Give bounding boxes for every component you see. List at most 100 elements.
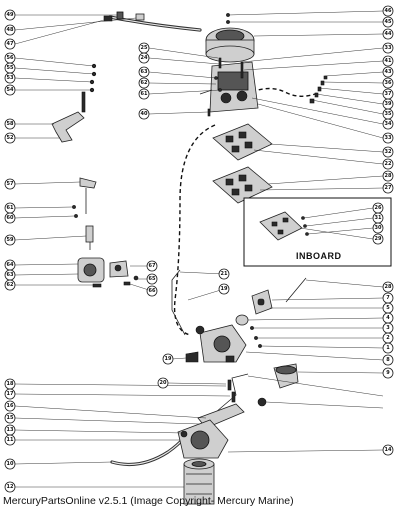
svg-text:63: 63 <box>7 272 14 278</box>
svg-text:48: 48 <box>7 27 14 33</box>
callout: 13 <box>4 424 16 436</box>
svg-text:55: 55 <box>7 65 14 71</box>
callout: 33 <box>382 132 394 144</box>
callout: 36 <box>382 77 394 89</box>
choke-housing <box>77 257 139 288</box>
callout: 16 <box>4 400 16 412</box>
callout: 54 <box>4 84 16 96</box>
callout: 62 <box>4 279 16 291</box>
svg-text:33: 33 <box>385 45 392 51</box>
svg-text:34: 34 <box>385 121 392 127</box>
fitting-49 <box>116 11 124 20</box>
choke-parts <box>72 177 97 250</box>
svg-text:59: 59 <box>7 237 14 243</box>
svg-text:13: 13 <box>7 427 14 433</box>
carburetor-body <box>199 61 259 113</box>
svg-text:65: 65 <box>149 276 156 282</box>
svg-text:41: 41 <box>385 58 392 64</box>
leader-lines <box>14 10 384 488</box>
callout: 45 <box>382 16 394 28</box>
callout: 11 <box>4 434 16 446</box>
svg-text:4: 4 <box>386 315 390 321</box>
callout: 64 <box>4 259 16 271</box>
svg-text:35: 35 <box>385 111 392 117</box>
svg-text:16: 16 <box>7 403 14 409</box>
callout: 62 <box>138 77 150 89</box>
svg-text:37: 37 <box>385 91 392 97</box>
svg-text:40: 40 <box>141 111 148 117</box>
svg-text:29: 29 <box>375 236 382 242</box>
callout: 40 <box>138 108 150 120</box>
svg-text:19: 19 <box>165 356 172 362</box>
callout: 59 <box>4 234 16 246</box>
callout: 14 <box>382 444 394 456</box>
fuel-pipe-20 <box>215 373 249 413</box>
svg-text:10: 10 <box>7 461 14 467</box>
svg-text:25: 25 <box>141 45 148 51</box>
svg-text:5: 5 <box>386 305 390 311</box>
svg-text:2: 2 <box>386 335 390 341</box>
callout: 20 <box>157 377 169 389</box>
svg-text:52: 52 <box>7 135 14 141</box>
svg-text:66: 66 <box>149 288 156 294</box>
callout: 24 <box>138 52 150 64</box>
svg-text:47: 47 <box>7 41 14 47</box>
callout: 29 <box>372 233 384 245</box>
callout: 33 <box>382 42 394 54</box>
fuel-line-dashed <box>173 87 319 336</box>
callout: 4 <box>382 312 394 324</box>
svg-text:32: 32 <box>385 149 392 155</box>
svg-text:19: 19 <box>221 286 228 292</box>
fuel-pump <box>195 324 247 363</box>
svg-text:18: 18 <box>7 381 14 387</box>
callout: 63 <box>4 269 16 281</box>
svg-text:62: 62 <box>7 282 14 288</box>
svg-text:28: 28 <box>385 284 392 290</box>
svg-text:57: 57 <box>7 181 14 187</box>
bottom-fuel-pump <box>177 419 229 459</box>
callout: 53 <box>4 72 16 84</box>
svg-text:49: 49 <box>7 12 14 18</box>
callout: 37 <box>382 88 394 100</box>
callout: 60 <box>4 212 16 224</box>
svg-text:64: 64 <box>7 262 14 268</box>
callout: 9 <box>382 367 394 379</box>
callout: 18 <box>4 378 16 390</box>
callout: 56 <box>4 52 16 64</box>
svg-text:36: 36 <box>385 80 392 86</box>
callout: 61 <box>4 202 16 214</box>
svg-text:53: 53 <box>7 75 14 81</box>
callouts-center: 25 24 63 62 61 40 67 65 66 21 19 19 20 <box>138 42 230 389</box>
svg-text:20: 20 <box>160 380 167 386</box>
small-screws-top <box>207 13 244 117</box>
svg-text:12: 12 <box>7 484 14 490</box>
callout: 49 <box>4 9 16 21</box>
fuel-line-top <box>108 15 202 32</box>
inboard-box <box>243 197 392 267</box>
callout: 21 <box>218 268 230 280</box>
svg-text:44: 44 <box>385 31 392 37</box>
fuel-pipe-21 <box>171 269 186 336</box>
callout: 39 <box>382 98 394 110</box>
callout: 34 <box>382 118 394 130</box>
callout: 48 <box>4 24 16 36</box>
svg-text:58: 58 <box>7 121 14 127</box>
svg-text:46: 46 <box>385 8 392 14</box>
air-horn-cover <box>205 27 255 63</box>
svg-text:61: 61 <box>7 205 14 211</box>
callout: 28 <box>382 170 394 182</box>
callout: 25 <box>138 42 150 54</box>
svg-text:30: 30 <box>375 225 382 231</box>
svg-text:60: 60 <box>7 215 14 221</box>
callout: 10 <box>4 458 16 470</box>
callout: 27 <box>382 182 394 194</box>
svg-text:45: 45 <box>385 19 392 25</box>
inboard-label: INBOARD <box>296 251 342 261</box>
callout: 7 <box>382 292 394 304</box>
fitting-47 <box>103 15 113 22</box>
callouts-left: 49 48 47 56 55 53 54 58 52 57 61 60 59 6… <box>4 9 16 493</box>
callout: 12 <box>4 481 16 493</box>
fuel-pump-gaskets <box>235 277 307 348</box>
svg-text:33: 33 <box>385 135 392 141</box>
